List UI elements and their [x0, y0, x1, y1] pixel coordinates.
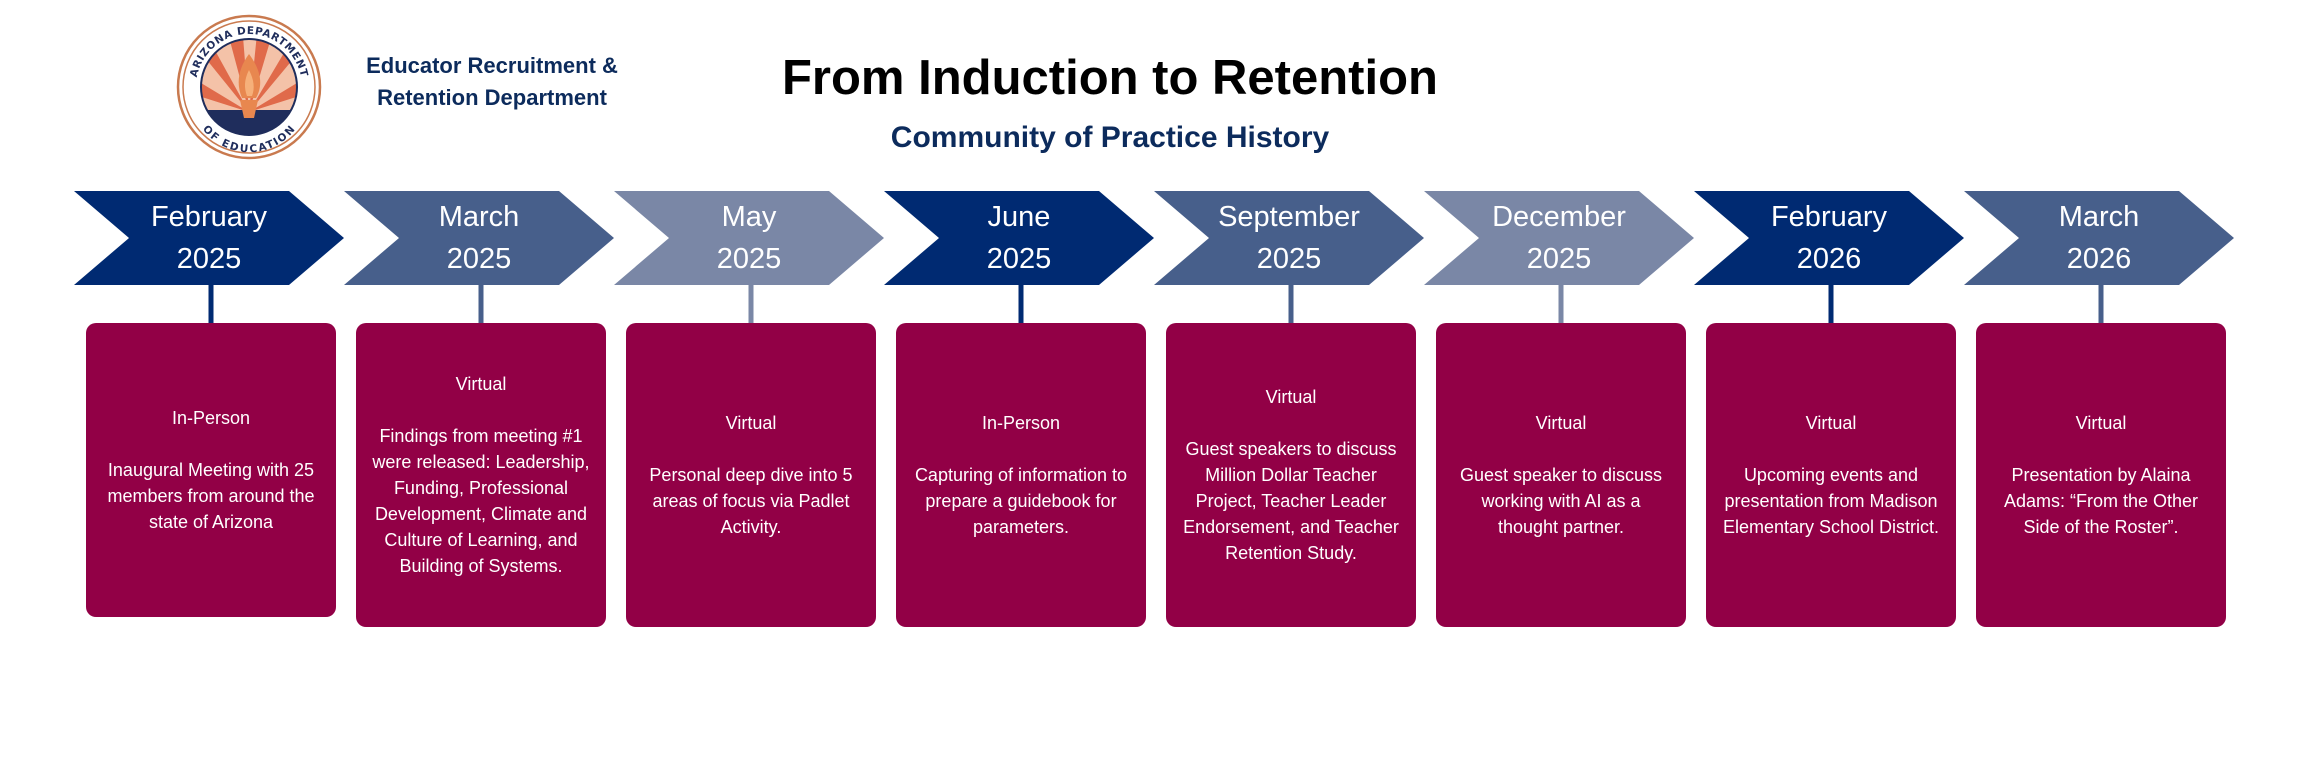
- timeline-year: 2025: [176, 243, 242, 275]
- event-mode: Virtual: [1265, 387, 1317, 407]
- timeline-year: 2025: [716, 243, 782, 275]
- timeline-year: 2025: [1256, 243, 1322, 275]
- timeline-year: 2025: [986, 243, 1052, 275]
- department-name-line-2: Retention Department: [377, 85, 607, 110]
- event-mode: Virtual: [2075, 413, 2127, 433]
- timeline-year: 2025: [1526, 243, 1592, 275]
- timeline-chevron: [344, 191, 614, 285]
- timeline-year: 2026: [1796, 243, 1862, 275]
- event-description: Presentation by Alaina Adams: “From the …: [2003, 465, 2199, 537]
- timeline-date: December 2025: [1452, 191, 1667, 285]
- timeline-month: June: [987, 201, 1051, 233]
- department-name-line-1: Educator Recruitment &: [366, 53, 618, 78]
- timeline-chevron: [1424, 191, 1694, 285]
- event-mode: Virtual: [1535, 413, 1587, 433]
- page-title: From Induction to Retention: [782, 51, 1438, 105]
- timeline-month: March: [438, 201, 520, 233]
- event-mode: In-Person: [171, 408, 251, 428]
- timeline-date: March 2025: [372, 191, 587, 285]
- event-mode: Virtual: [1805, 413, 1857, 433]
- timeline-chevron: [614, 191, 884, 285]
- page-subtitle: Community of Practice History: [890, 121, 1330, 154]
- timeline-month: September: [1218, 201, 1360, 233]
- timeline-month: February: [1770, 201, 1888, 233]
- timeline-month: March: [2058, 201, 2140, 233]
- timeline-date: May 2025: [642, 191, 857, 285]
- timeline-chevron: [1964, 191, 2234, 285]
- department-name: Educator Recruitment & Retention Departm…: [352, 50, 632, 114]
- event-description: Inaugural Meeting with 25 members from a…: [107, 460, 315, 532]
- event-mode: Virtual: [455, 374, 507, 394]
- event-mode: Virtual: [725, 413, 777, 433]
- timeline-chevron: [74, 191, 344, 285]
- timeline-year: 2025: [446, 243, 512, 275]
- event-description: Guest speaker to discuss working with AI…: [1459, 465, 1663, 537]
- event-mode: In-Person: [981, 413, 1061, 433]
- timeline-date: February 2025: [102, 191, 317, 285]
- timeline-chevron: [1694, 191, 1964, 285]
- event-description: Findings from meeting #1 were released: …: [372, 426, 590, 576]
- timeline-date: September 2025: [1182, 191, 1397, 285]
- event-description: Guest speakers to discuss Million Dollar…: [1183, 439, 1399, 563]
- timeline-month: May: [721, 201, 777, 233]
- event-description: Upcoming events and presentation from Ma…: [1722, 465, 1940, 537]
- timeline-date: June 2025: [912, 191, 1127, 285]
- arizona-department-of-education-logo: ARIZONA DEPARTMENT OF EDUCATION: [176, 14, 322, 160]
- timeline-chevron: [1154, 191, 1424, 285]
- event-description: Personal deep dive into 5 areas of focus…: [649, 465, 853, 537]
- event-description: Capturing of information to prepare a gu…: [914, 465, 1128, 537]
- timeline-month: December: [1492, 201, 1626, 233]
- timeline-month: February: [150, 201, 268, 233]
- timeline-year: 2026: [2066, 243, 2132, 275]
- timeline-date: March 2026: [1992, 191, 2207, 285]
- timeline-chevron: [884, 191, 1154, 285]
- timeline-date: February 2026: [1722, 191, 1937, 285]
